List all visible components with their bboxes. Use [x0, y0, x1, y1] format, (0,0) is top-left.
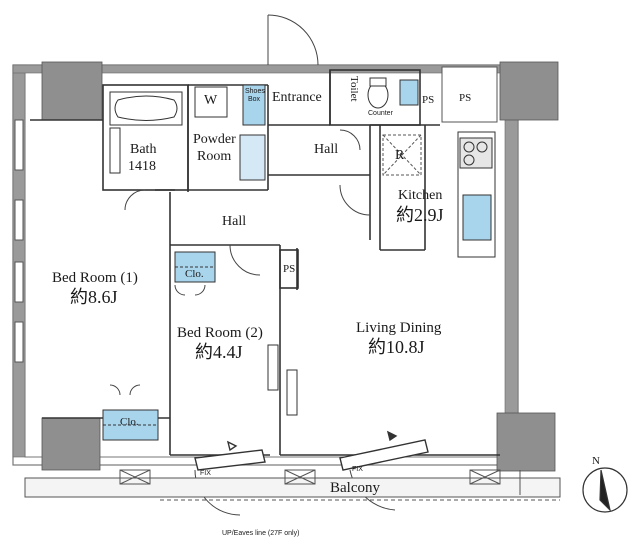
toilet-fixture — [367, 77, 419, 109]
bedroom1-size: 約8.6J — [70, 287, 118, 307]
toilet-label: Toilet — [348, 76, 361, 102]
closet-bedroom2-label: Clo. — [185, 268, 204, 280]
living-size: 約10.8J — [368, 337, 425, 357]
washer-box — [194, 86, 228, 118]
kitchen-name: Kitchen — [398, 188, 443, 203]
north-label: N — [592, 455, 600, 467]
fridge-fixture — [382, 134, 422, 176]
fix-left-label: FIX — [200, 470, 211, 477]
ps-top-right-label: PS — [459, 92, 472, 104]
balcony-area — [24, 469, 561, 501]
powder-room-line2: Room — [197, 149, 232, 164]
sliding-panels — [267, 344, 298, 416]
balcony-label: Balcony — [330, 480, 380, 496]
columns — [41, 61, 559, 472]
bath-size: 1418 — [128, 159, 156, 174]
bathtub — [109, 91, 183, 174]
bedroom2-size: 約4.4J — [195, 342, 243, 362]
shoes-box-fixture — [242, 84, 266, 126]
north-arrow — [582, 467, 628, 513]
entrance-label: Entrance — [272, 90, 322, 105]
ps-bedroom2-label: PS — [283, 263, 296, 275]
kitchen-size: 約2.9J — [396, 205, 444, 225]
ps-top-small-label: PS — [422, 94, 435, 106]
powder-sink — [239, 134, 266, 181]
bath-name: Bath — [130, 142, 157, 157]
hall-center-label: Hall — [222, 214, 247, 229]
bedroom1-name: Bed Room (1) — [52, 270, 138, 286]
hall-upper-label: Hall — [314, 142, 339, 157]
washer-label: W — [204, 93, 218, 108]
eaves-note: UP/Eaves line (27F only) — [222, 530, 300, 537]
fix-right-label: FIX — [352, 466, 363, 473]
closet-bedroom1-label: Clo. — [120, 416, 139, 428]
balcony-door-frames — [194, 430, 429, 471]
powder-room-line1: Powder — [193, 132, 236, 147]
bedroom2-name: Bed Room (2) — [177, 325, 263, 341]
fridge-label: R — [395, 148, 405, 163]
kitchen-counter — [457, 131, 496, 258]
ps-box-top-right — [441, 66, 498, 123]
counter-label: Counter — [368, 110, 393, 117]
left-windows — [14, 119, 24, 363]
interior-walls — [30, 69, 500, 456]
living-name: Living Dining — [356, 320, 442, 336]
shoes-box-label: Shoes Box — [245, 88, 265, 103]
